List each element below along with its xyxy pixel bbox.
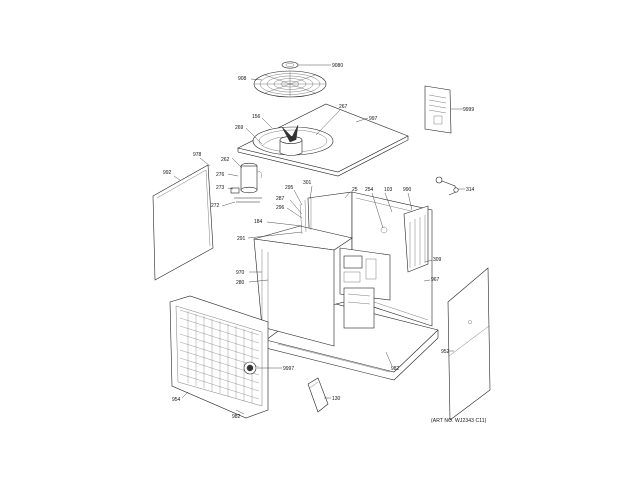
top-panel[interactable] (237, 103, 409, 177)
left-side-panel[interactable] (152, 164, 214, 281)
brand-badge[interactable] (243, 361, 257, 375)
callout-130: 130 (332, 396, 341, 402)
callout-309: 309 (433, 257, 442, 263)
callout-978: 978 (193, 152, 202, 158)
callout-291: 291 (237, 236, 246, 242)
callout-9080: 9080 (332, 63, 343, 69)
callout-997: 997 (369, 116, 378, 122)
callout-184: 184 (254, 219, 263, 225)
front-grille-panel[interactable] (169, 295, 269, 419)
control-box[interactable] (339, 247, 391, 329)
grille-hub[interactable] (281, 61, 331, 69)
art-number-caption: (ART NO. WJ2343 C11) (431, 418, 487, 424)
inner-partition[interactable] (253, 198, 388, 347)
callout-262: 262 (221, 157, 230, 163)
callout-301: 301 (303, 180, 312, 186)
callout-269: 269 (235, 125, 244, 131)
callout-9997: 9997 (283, 366, 294, 372)
callout-954: 954 (172, 397, 181, 403)
callout-labels: 9080 908 9999 156 267 997 269 262 276 27… (163, 63, 475, 420)
callout-952: 952 (441, 349, 450, 355)
fan-motor[interactable] (261, 124, 303, 156)
callout-273: 273 (216, 185, 225, 191)
right-side-panel[interactable] (447, 267, 491, 421)
callout-156: 156 (252, 114, 261, 120)
callout-103: 103 (384, 187, 393, 193)
callout-25: 25 (352, 187, 358, 193)
callout-982-front: 982 (232, 414, 241, 420)
callout-296: 296 (276, 205, 285, 211)
callout-276: 276 (216, 172, 225, 178)
compressor[interactable] (221, 162, 262, 207)
rating-plate[interactable] (424, 85, 463, 134)
service-valve[interactable] (435, 176, 465, 196)
callout-314: 314 (466, 187, 475, 193)
fan-grille[interactable] (253, 70, 327, 98)
condenser-coil[interactable] (403, 205, 429, 273)
literature-bag[interactable] (307, 377, 329, 413)
callout-267: 267 (339, 104, 348, 110)
leader-lines (173, 78, 454, 415)
callout-967: 967 (431, 277, 440, 283)
callout-970: 970 (236, 270, 245, 276)
callout-992: 992 (163, 170, 172, 176)
callout-982-base: 982 (391, 366, 400, 372)
callout-9999: 9999 (463, 107, 474, 113)
callout-295: 295 (285, 185, 294, 191)
callout-280: 280 (236, 280, 245, 286)
callout-287: 287 (276, 196, 285, 202)
callout-990: 990 (403, 187, 412, 193)
callout-908: 908 (238, 76, 247, 82)
callout-254: 254 (365, 187, 374, 193)
callout-272: 272 (211, 203, 220, 209)
